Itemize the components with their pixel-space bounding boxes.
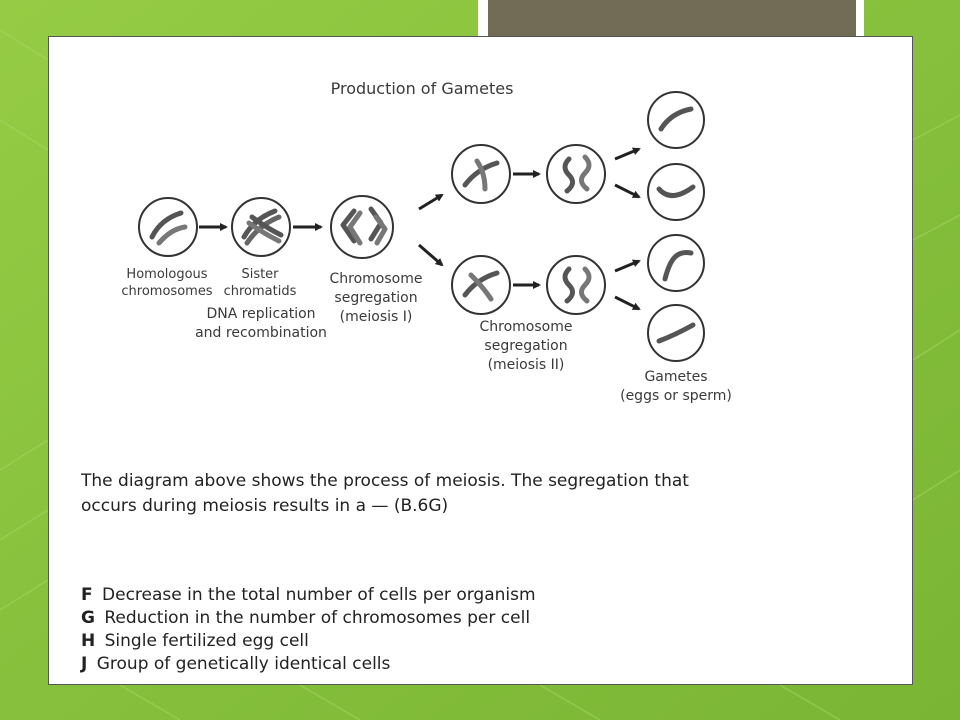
label-seg2-line1: Chromosome: [480, 319, 573, 335]
label-gametes-line1: Gametes: [644, 369, 707, 385]
gamete-4: [648, 305, 704, 361]
arrow-5a-down: [615, 185, 639, 197]
cell-meiosis-ii-a: [547, 145, 605, 203]
answer-letter: G: [81, 608, 95, 628]
cell-sister-chromatids: [232, 198, 290, 256]
gamete-3: [648, 235, 704, 291]
question-line-2: occurs during meiosis results in a — (B.…: [81, 494, 841, 519]
cell-meiosis-i: [331, 196, 393, 258]
label-gametes-line2: (eggs or sperm): [620, 388, 732, 404]
label-dna-line2: and recombination: [195, 325, 327, 341]
answer-text: Group of genetically identical cells: [97, 654, 391, 674]
diagram-title: Production of Gametes: [331, 79, 514, 98]
gamete-production-diagram: Production of Gametes: [49, 37, 912, 457]
answer-option-g[interactable]: G Reduction in the number of chromosomes…: [81, 607, 841, 630]
label-sister-line2: chromatids: [224, 284, 297, 299]
cell-meiosis-i-product-a: [452, 145, 510, 203]
answer-text: Decrease in the total number of cells pe…: [102, 585, 536, 605]
question-text: The diagram above shows the process of m…: [81, 469, 841, 519]
question-line-1: The diagram above shows the process of m…: [81, 469, 841, 494]
arrow-3-up: [419, 195, 442, 209]
gamete-2: [648, 164, 704, 220]
answer-option-j[interactable]: J Group of genetically identical cells: [81, 653, 841, 676]
answer-letter: H: [81, 631, 95, 651]
label-seg2-line3: (meiosis II): [488, 357, 565, 373]
arrow-3-down: [419, 245, 442, 265]
label-seg1-line3: (meiosis I): [340, 309, 413, 325]
answer-text: Single fertilized egg cell: [105, 631, 309, 651]
arrow-5b-down: [615, 297, 639, 309]
answer-list: F Decrease in the total number of cells …: [81, 584, 841, 676]
cell-homologous: [139, 198, 197, 256]
label-sister-line1: Sister: [241, 267, 279, 282]
answer-letter: F: [81, 585, 93, 605]
gamete-1: [648, 92, 704, 148]
cell-meiosis-ii-b: [547, 256, 605, 314]
arrow-5a-up: [615, 149, 639, 159]
label-homologous-line1: Homologous: [126, 267, 207, 282]
cell-meiosis-i-product-b: [452, 256, 510, 314]
arrow-5b-up: [615, 261, 639, 271]
content-card: Production of Gametes: [48, 36, 913, 685]
answer-letter: J: [81, 654, 87, 674]
label-seg1-line2: segregation: [334, 290, 417, 306]
label-seg1-line1: Chromosome: [330, 271, 423, 287]
answer-text: Reduction in the number of chromosomes p…: [104, 608, 530, 628]
label-seg2-line2: segregation: [484, 338, 567, 354]
label-dna-line1: DNA replication: [206, 306, 315, 322]
answer-option-h[interactable]: H Single fertilized egg cell: [81, 630, 841, 653]
label-homologous-line2: chromosomes: [121, 284, 212, 299]
answer-option-f[interactable]: F Decrease in the total number of cells …: [81, 584, 841, 607]
